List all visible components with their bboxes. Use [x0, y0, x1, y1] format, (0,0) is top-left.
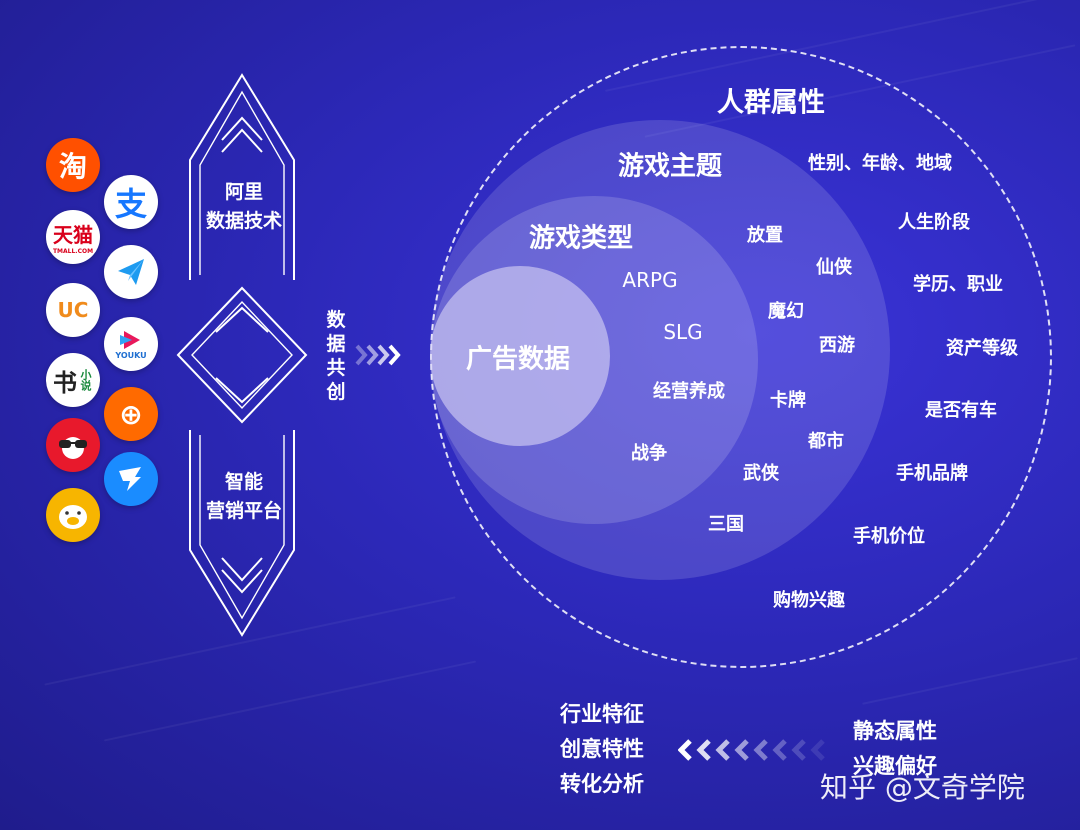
static-attr-label: 静态属性 [853, 719, 937, 743]
game-type-item: 战争 [631, 443, 667, 464]
game-theme-item: 魔幻 [768, 301, 804, 322]
game-type-item: SLG [663, 320, 703, 344]
game-theme-title: 游戏主题 [617, 151, 723, 182]
game-type-title: 游戏类型 [528, 223, 634, 254]
marketing-platform-label: 营销平台 [205, 500, 282, 522]
data-tech-label: 数据技术 [205, 210, 282, 232]
game-theme-item: 武侠 [743, 463, 779, 484]
cocreate-char: 数 [326, 309, 346, 331]
game-theme-item: 三国 [708, 514, 744, 535]
crowd-attr-item: 手机价位 [853, 526, 925, 547]
xiami-music-icon: ⊕ [104, 387, 158, 441]
cocreate-char: 创 [326, 381, 346, 403]
dingtalk-plane-icon [104, 245, 158, 299]
glasses-face-icon [46, 418, 100, 472]
ali-data-tech-label: 阿里 数据技术 [188, 178, 300, 236]
conversion-analysis-label: 转化分析 [560, 772, 644, 796]
ad-data-circle [430, 266, 610, 446]
game-type-item: 经营养成 [653, 381, 725, 402]
game-theme-item: 都市 [808, 431, 844, 452]
crowd-attr-item: 手机品牌 [896, 463, 968, 484]
watermark: 知乎 @文奇学院 [820, 771, 1025, 804]
crowd-attr-item: 资产等级 [946, 338, 1018, 359]
user-attr-list: 静态属性 兴趣偏好 [853, 714, 937, 784]
smart-marketing-label: 智能 营销平台 [188, 468, 300, 526]
data-cocreate-label: 数 据 共 创 [324, 308, 348, 404]
interest-pref-label: 兴趣偏好 [853, 754, 937, 778]
crowd-attr-item: 人生阶段 [898, 212, 970, 233]
backward-arrows-icon [678, 739, 825, 761]
crowd-attr-item: 学历、职业 [913, 274, 1003, 295]
crowd-attr-item: 性别、年龄、地域 [808, 153, 952, 174]
book-novel-icon: 书小说 [46, 353, 100, 407]
industry-feature-label: 行业特征 [560, 702, 644, 726]
smart-label: 智能 [224, 471, 263, 493]
crowd-attr-item: 是否有车 [925, 400, 997, 421]
game-type-item: ARPG [622, 268, 678, 292]
taobao-icon: 淘 [46, 138, 100, 192]
cocreate-char: 共 [326, 357, 346, 379]
feedback-list: 行业特征 创意特性 转化分析 [560, 697, 644, 802]
platform-frame [176, 73, 308, 637]
game-theme-item: 卡牌 [770, 390, 806, 411]
youku-icon: YOUKU [104, 317, 158, 371]
cocreate-char: 据 [326, 333, 346, 355]
game-theme-item: 西游 [819, 335, 855, 356]
ad-data-title: 广告数据 [465, 344, 571, 375]
pig-icon [46, 488, 100, 542]
crowd-attr-title: 人群属性 [717, 87, 825, 119]
creative-feature-label: 创意特性 [560, 737, 644, 761]
dingtalk-icon [104, 452, 158, 506]
game-theme-item: 仙侠 [816, 257, 852, 278]
uc-browser-icon: UC [46, 283, 100, 337]
crowd-attr-item: 购物兴趣 [773, 590, 845, 611]
forward-arrows-icon [355, 344, 401, 366]
ali-label: 阿里 [224, 181, 263, 203]
game-theme-item: 放置 [747, 225, 783, 246]
alipay-icon: 支 [104, 175, 158, 229]
